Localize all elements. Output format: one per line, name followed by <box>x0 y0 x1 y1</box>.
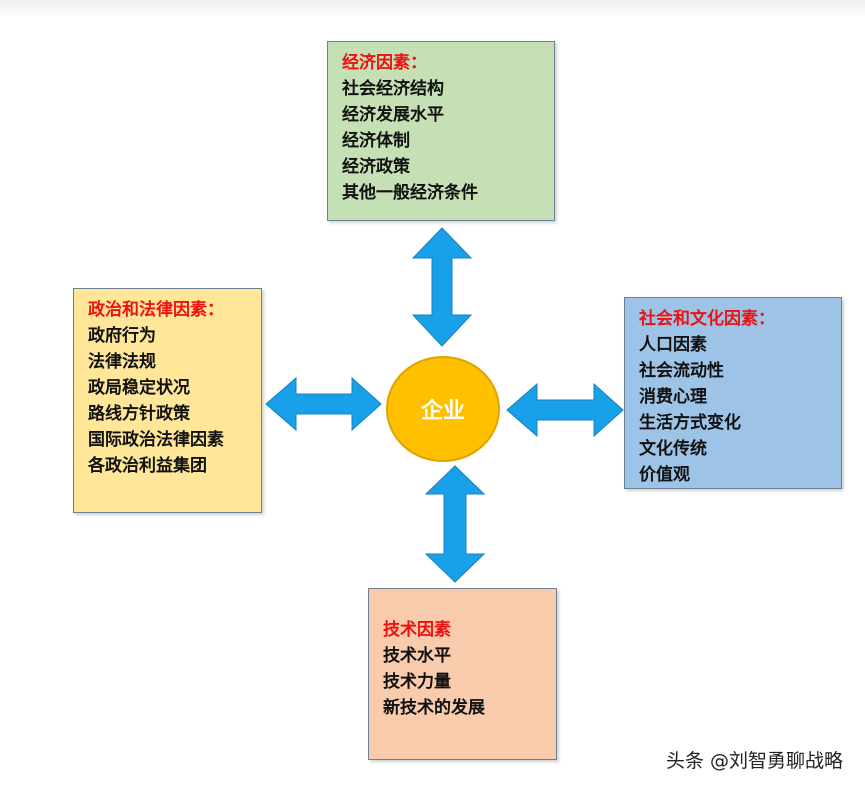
enterprise-center-circle: 企业 <box>386 356 500 462</box>
social-item: 人口因素 <box>639 335 707 355</box>
social-item: 社会流动性 <box>639 361 724 381</box>
center-label: 企业 <box>420 399 465 424</box>
political-item: 国际政治法律因素 <box>88 430 224 450</box>
economic-item: 经济体制 <box>342 131 410 151</box>
tech-item: 技术力量 <box>383 672 451 692</box>
economic-factors-box: 经济因素： 社会经济结构 经济发展水平 经济体制 经济政策 其他一般经济条件 <box>327 41 555 221</box>
arrow-left-right-right <box>506 382 624 438</box>
economic-item: 经济发展水平 <box>342 105 444 125</box>
social-item: 价值观 <box>639 465 690 485</box>
economic-item: 经济政策 <box>342 157 410 177</box>
social-item: 消费心理 <box>639 387 707 407</box>
arrow-up-down-bottom <box>424 465 486 583</box>
watermark-text: 头条 @刘智勇聊战略 <box>665 750 843 772</box>
political-item: 政府行为 <box>88 326 156 346</box>
political-item: 各政治利益集团 <box>88 456 207 476</box>
economic-title: 经济因素： <box>342 53 427 73</box>
tech-item: 新技术的发展 <box>383 698 485 718</box>
social-item: 生活方式变化 <box>639 413 741 433</box>
social-cultural-factors-box: 社会和文化因素： 人口因素 社会流动性 消费心理 生活方式变化 文化传统 价值观 <box>624 297 842 489</box>
political-item: 政局稳定状况 <box>88 378 190 398</box>
technology-factors-box: 技术因素 技术水平 技术力量 新技术的发展 <box>368 588 557 760</box>
arrow-up-down-top <box>411 227 473 347</box>
political-legal-factors-box: 政治和法律因素： 政府行为 法律法规 政局稳定状况 路线方针政策 国际政治法律因… <box>73 288 262 513</box>
social-title: 社会和文化因素： <box>639 309 775 329</box>
political-item: 法律法规 <box>88 352 156 372</box>
arrow-left-right-left <box>265 376 382 432</box>
social-item: 文化传统 <box>639 439 707 459</box>
tech-item: 技术水平 <box>383 646 451 666</box>
political-item: 路线方针政策 <box>88 404 190 424</box>
tech-title: 技术因素 <box>383 620 451 640</box>
economic-item: 社会经济结构 <box>342 79 444 99</box>
political-title: 政治和法律因素： <box>88 300 224 320</box>
top-shadow-band <box>0 0 865 18</box>
economic-item: 其他一般经济条件 <box>342 183 478 203</box>
